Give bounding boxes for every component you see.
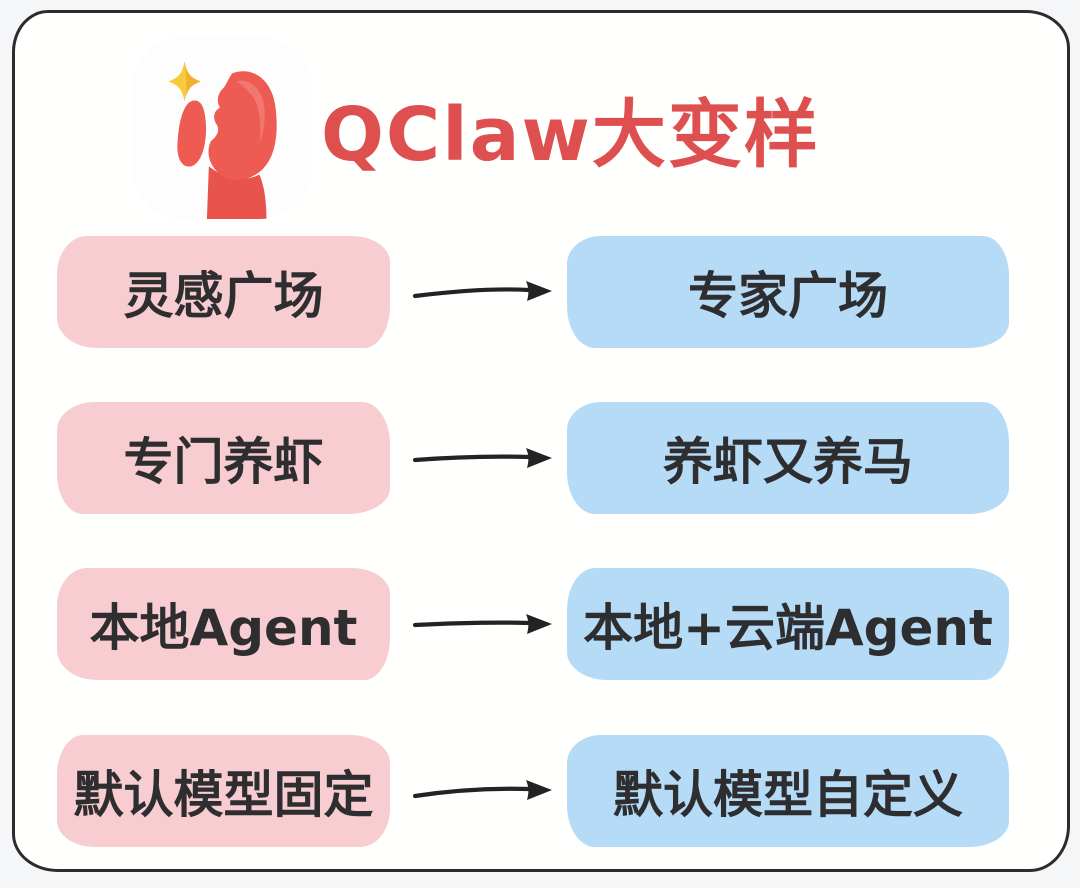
arrow-right-icon	[411, 607, 557, 641]
after-pill: 专家广场	[567, 236, 1009, 348]
comparison-row: 专门养虾 养虾又养马	[15, 402, 1067, 514]
after-label: 专家广场	[688, 267, 888, 325]
claw-highlight	[236, 80, 265, 143]
comparison-row: 本地Agent 本地+云端Agent	[15, 568, 1067, 680]
claw-thumb	[177, 100, 207, 167]
claw-star-logo-svg	[131, 37, 313, 219]
arrow-right-icon	[411, 441, 557, 475]
arrow-right-icon	[411, 275, 557, 309]
sparkle-shading	[184, 61, 201, 96]
claw-star-logo-icon	[131, 37, 313, 219]
before-label: 专门养虾	[123, 433, 324, 491]
infographic-card: QClaw大变样 灵感广场 专家广场 专门养虾	[12, 10, 1070, 872]
comparison-row: 灵感广场 专家广场	[15, 236, 1067, 348]
after-pill: 本地+云端Agent	[567, 568, 1009, 680]
after-pill: 养虾又养马	[567, 402, 1009, 514]
before-label: 灵感广场	[123, 267, 324, 325]
before-pill: 本地Agent	[57, 568, 390, 680]
before-pill: 灵感广场	[57, 236, 390, 348]
after-label: 养虾又养马	[663, 433, 913, 491]
after-label: 默认模型自定义	[613, 766, 963, 824]
before-label: 本地Agent	[89, 599, 358, 657]
claw-icon	[208, 71, 277, 181]
arrow-right-icon	[411, 774, 557, 808]
before-pill: 默认模型固定	[57, 735, 390, 847]
before-pill: 专门养虾	[57, 402, 390, 514]
before-label: 默认模型固定	[73, 766, 374, 824]
after-label: 本地+云端Agent	[583, 599, 993, 657]
comparison-row: 默认模型固定 默认模型自定义	[15, 735, 1067, 847]
sparkle-icon	[168, 61, 201, 102]
page-title: QClaw大变样	[321, 92, 820, 178]
after-pill: 默认模型自定义	[567, 735, 1009, 847]
claw-arm	[206, 166, 267, 219]
